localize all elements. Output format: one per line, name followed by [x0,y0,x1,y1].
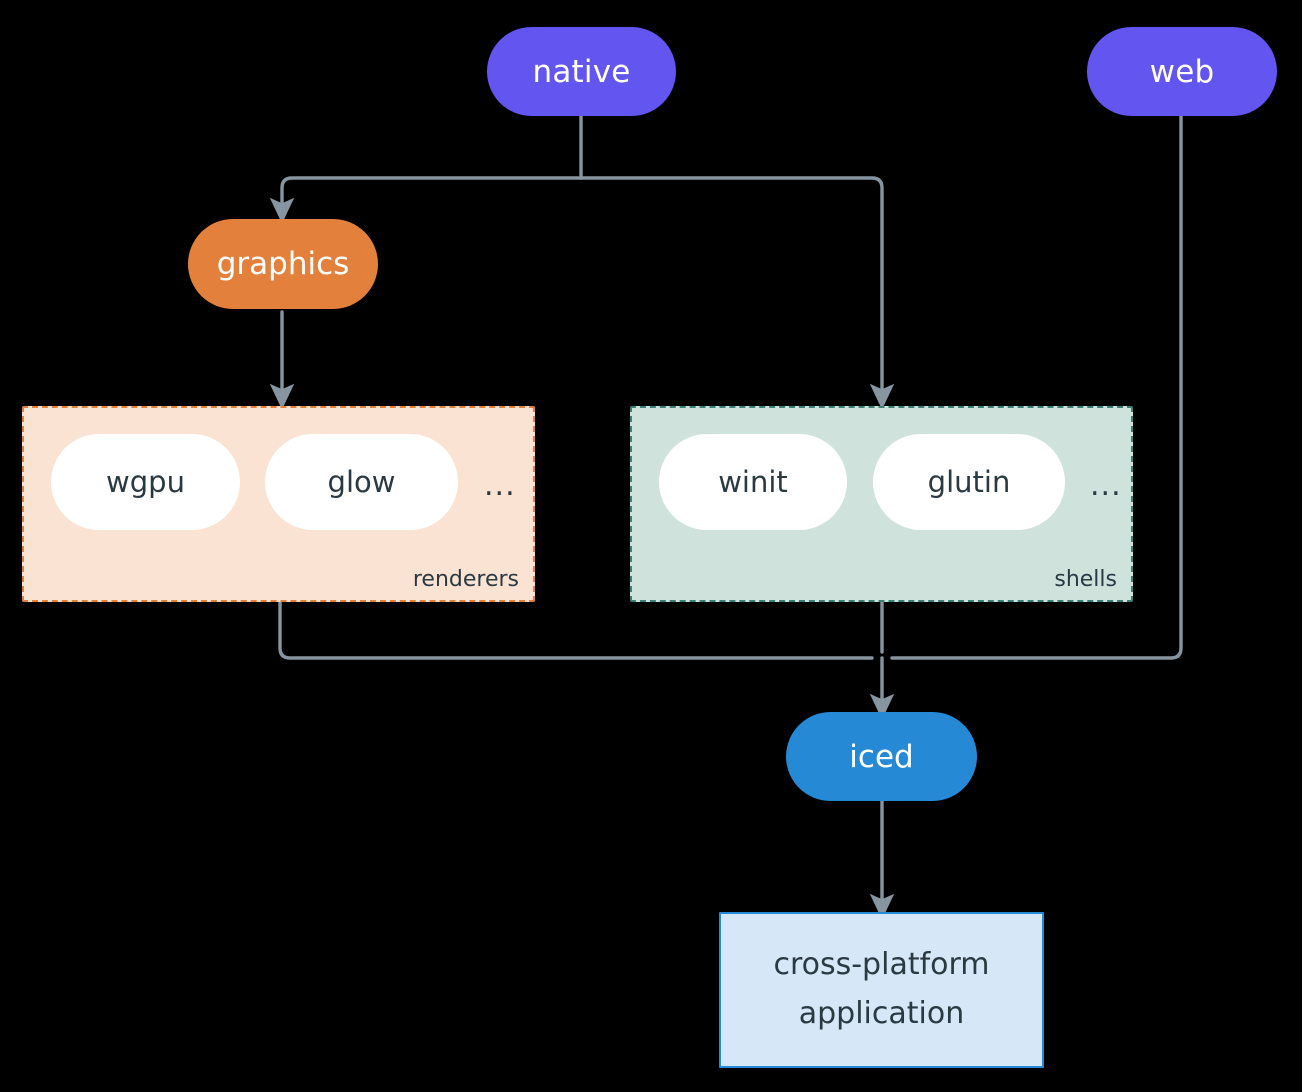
node-iced-label: iced [849,738,914,775]
leaf-pill-glow-label: glow [327,465,396,499]
leaf-pill-glutin[interactable]: glutin [873,434,1065,530]
node-cross-platform-application[interactable]: cross-platform application [719,912,1044,1068]
node-native[interactable]: native [487,27,676,116]
renderers-overflow-ellipsis: ... [484,468,516,503]
node-graphics-label: graphics [216,246,350,282]
edge-native-to-shells [579,176,895,410]
group-shells: winit glutin ... shells [630,406,1133,602]
edge-renderers-to-iced [278,600,874,660]
node-web-label: web [1149,53,1215,90]
group-renderers: wgpu glow ... renderers [22,406,535,602]
leaf-pill-wgpu-label: wgpu [106,465,185,499]
leaf-pill-winit-label: winit [718,465,788,499]
node-native-label: native [532,53,631,90]
group-shells-label: shells [1054,567,1117,592]
leaf-pill-glow[interactable]: glow [265,434,458,530]
application-label-line-2: application [798,996,965,1031]
leaf-pill-wgpu[interactable]: wgpu [51,434,240,530]
leaf-pill-glutin-label: glutin [927,465,1011,499]
node-graphics[interactable]: graphics [188,219,378,309]
node-iced[interactable]: iced [786,712,977,801]
group-renderers-label: renderers [412,567,519,592]
leaf-pill-winit[interactable]: winit [659,434,847,530]
node-web[interactable]: web [1087,27,1277,116]
edge-native-to-graphics [269,176,583,224]
application-label-line-1: cross-platform [773,947,990,983]
shells-overflow-ellipsis: ... [1090,468,1122,503]
